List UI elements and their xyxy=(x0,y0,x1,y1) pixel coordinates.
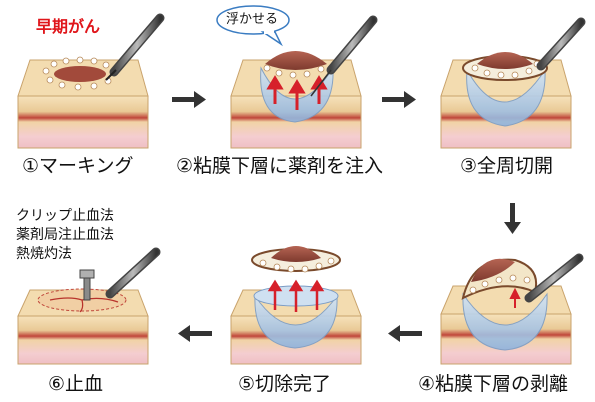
lift-bubble-label: 浮かせる xyxy=(226,12,279,27)
submucosal-fluid xyxy=(466,68,546,127)
panel-marking xyxy=(17,13,165,149)
submucosal-fluid xyxy=(462,292,548,351)
flow-arrows xyxy=(172,91,521,342)
step-4-caption: ④粘膜下層の剥離 xyxy=(418,373,569,395)
endoscope-icon xyxy=(536,17,586,71)
step-5-caption: ⑤切除完了 xyxy=(238,373,332,395)
arrow-left-1 xyxy=(388,325,422,342)
step-6-caption: ⑥止血 xyxy=(48,373,104,395)
step-2-caption: ②粘膜下層に薬剤を注入 xyxy=(176,155,384,177)
panel-circumferential-incision xyxy=(440,17,586,149)
dissection-arrow xyxy=(509,287,521,308)
submucosal-fluid xyxy=(260,66,334,123)
step-1-caption: ①マーキング xyxy=(22,155,134,177)
arrow-right-1 xyxy=(172,91,206,108)
method-injection: 薬剤局注止血法 xyxy=(16,227,114,243)
lift-arrows xyxy=(266,75,328,110)
arrow-left-2 xyxy=(178,325,212,342)
arrow-down xyxy=(504,203,521,234)
raised-lesion xyxy=(265,51,327,70)
resected-specimen xyxy=(251,246,341,273)
panel-submucosal-dissection xyxy=(440,253,584,365)
arrow-right-2 xyxy=(382,91,416,108)
speech-bubble xyxy=(216,5,290,47)
marking-dots xyxy=(263,64,325,79)
early-cancer-label: 早期がん xyxy=(36,17,101,36)
hemostasis-methods-list: クリップ止血法 薬剤局注止血法 熱焼灼法 xyxy=(16,207,114,264)
removal-arrows xyxy=(267,279,325,312)
clip-icon xyxy=(79,269,95,301)
method-thermal: 熱焼灼法 xyxy=(16,246,72,262)
endoscope-icon xyxy=(524,253,584,303)
raised-lesion xyxy=(471,258,515,282)
raised-lesion xyxy=(477,52,533,69)
endoscope-icon xyxy=(105,13,165,81)
endoscope-icon xyxy=(105,247,161,299)
submucosal-fluid xyxy=(254,294,338,349)
step-3-caption: ③全周切開 xyxy=(460,155,554,177)
marking-dots xyxy=(469,274,531,294)
early-cancer-lesion xyxy=(54,66,106,82)
method-clip: クリップ止血法 xyxy=(16,208,114,224)
injection-needle-icon xyxy=(310,15,378,97)
panel-hemostasis xyxy=(17,247,161,365)
panel-resection-complete xyxy=(230,246,362,365)
panel-injection xyxy=(216,5,378,149)
